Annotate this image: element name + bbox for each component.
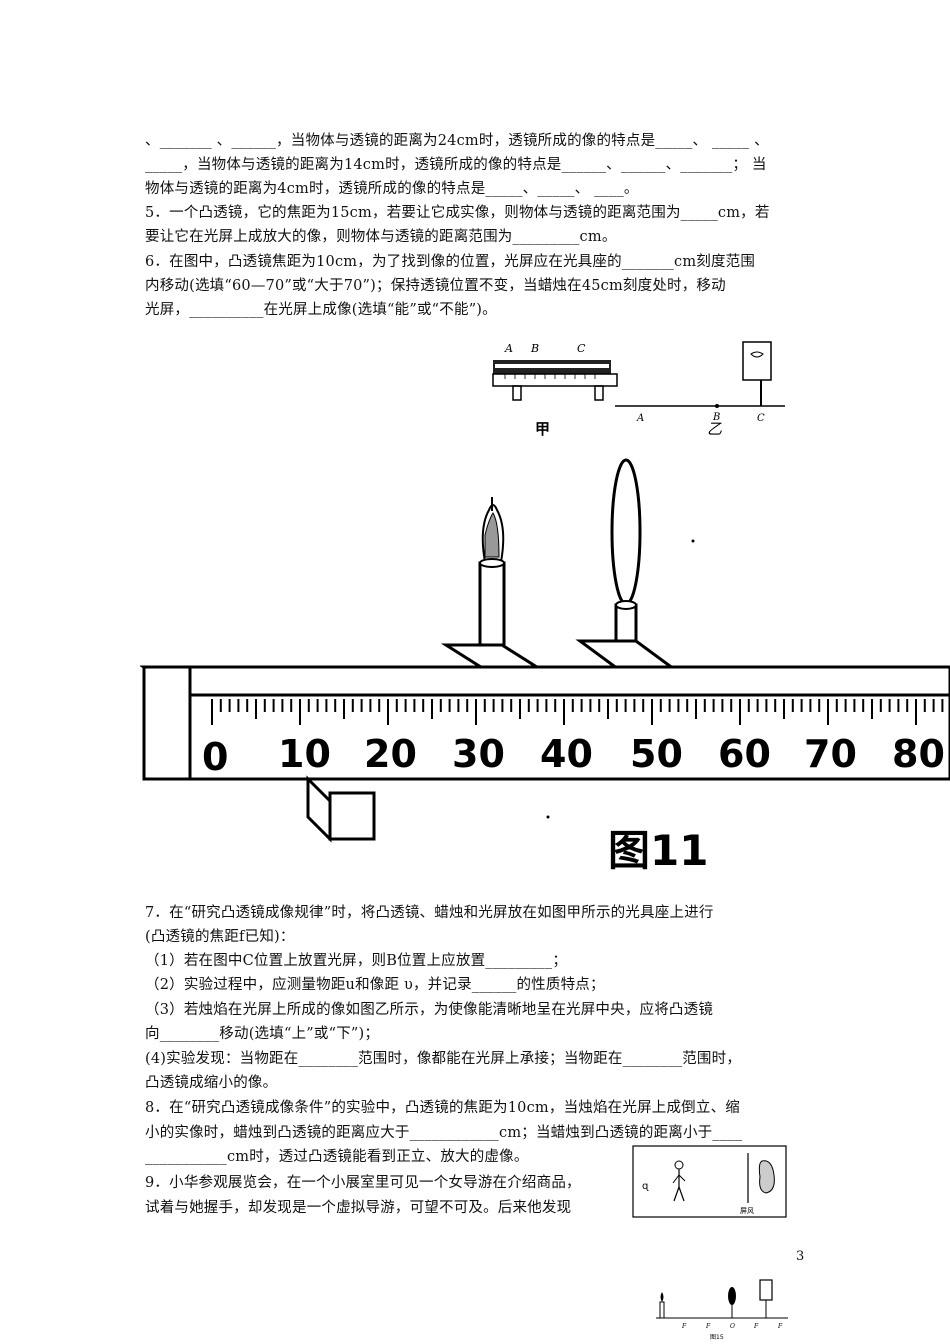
question-6-line-1: 6．在图中，凸透镜焦距为10cm，为了找到像的位置，光屏应在光具座的______… [145, 254, 756, 270]
question-7-part-2: （2）实验过程中，应测量物距u和像距 υ，并记录______的性质特点； [145, 977, 605, 993]
label-b-top: B [530, 342, 539, 355]
question-5-line-2: 要让它在光屏上成放大的像，则物体与透镜的距离范围为_________cm。 [145, 229, 617, 245]
text-line-3: 物体与透镜的距离为4cm时，透镜所成的像的特点是_____、_____、 ___… [145, 181, 639, 197]
label-a-bottom: A [636, 413, 644, 424]
tick-label-50: 50 [630, 732, 683, 776]
convex-lens [575, 458, 679, 701]
mark-f3: F [753, 1323, 759, 1330]
label-b-bottom: B [712, 412, 720, 423]
tick-label-20: 20 [364, 732, 417, 776]
tick-label-40: 40 [540, 732, 593, 776]
label-screen: 屏风 [740, 1207, 754, 1215]
svg-text:ɋ: ɋ [642, 1181, 649, 1192]
question-6-line-3: 光屏，__________在光屏上成像(选填“能”或“不能”)。 [145, 302, 497, 318]
label-c-top: C [577, 342, 586, 355]
question-7-part-3: （3）若烛焰在光屏上所成的像如图乙所示，为使像能清晰地呈在光屏中央，应将凸透镜 [145, 1002, 714, 1018]
tick-label-70: 70 [804, 732, 857, 776]
question-7-part-3-cont: 向________移动(选填“上”或“下”)； [145, 1026, 380, 1042]
figure-9-exhibit-room: ɋ 屏风 [632, 1145, 787, 1218]
question-8-line-2: 小的实像时，蜡烛到凸透镜的距离应大于____________cm；当蜡烛到凸透镜… [145, 1125, 743, 1141]
text-line-1: 、_______ 、______，当物体与透镜的距离为24cm时，透镜所成的像的… [145, 133, 769, 149]
tick-label-10: 10 [278, 732, 331, 776]
label-a-top: A [504, 342, 513, 355]
tick-label-30: 30 [452, 732, 505, 776]
question-7-line-2: (凸透镜的焦距f已知)： [145, 929, 295, 945]
question-7-line-1: 7．在“研究凸透镜成像规律”时，将凸透镜、蜡烛和光屏放在如图甲所示的光具座上进行 [145, 905, 714, 921]
text-line-2: _____，当物体与透镜的距离为14cm时，透镜所成的像的特点是______、_… [145, 157, 767, 173]
question-7-part-1: （1）若在图中C位置上放置光屏，则B位置上应放置_________； [145, 953, 568, 969]
mark-f1: F [681, 1323, 687, 1330]
mark-o: O [730, 1323, 735, 1330]
label-c-bottom: C [757, 413, 765, 424]
question-8-line-1: 8．在“研究凸透镜成像条件”的实验中，凸透镜的焦距为10cm，当烛焰在光屏上成倒… [145, 1100, 740, 1116]
question-7-part-4: (4)实验发现：当物距在________范围时，像都能在光屏上承接；当物距在__… [145, 1051, 742, 1067]
figure-15-caption: 图15 [710, 1334, 724, 1341]
question-7-part-4-cont: 凸透镜成缩小的像。 [145, 1075, 278, 1091]
question-9-line-2: 试着与她握手，却发现是一个虚拟导游，可望不可及。后来他发现 [145, 1200, 572, 1216]
figure-15: F F O F F 图15 [656, 1279, 788, 1341]
tick-label-80: 80 [892, 732, 945, 776]
figure-11-caption: 图11 [608, 826, 708, 875]
label-jia: 甲 [535, 420, 550, 438]
tick-label-0: 0 [202, 735, 228, 779]
label-yi: 乙 [707, 420, 722, 438]
mark-f4: F [777, 1323, 783, 1330]
figure-11-optical-bench: 0 10 20 30 40 50 60 70 80 图11 [140, 458, 950, 875]
tick-label-60: 60 [718, 732, 771, 776]
question-8-line-3: ___________cm时，透过凸透镜能看到正立、放大的虚像。 [145, 1149, 529, 1165]
page-number: 3 [796, 1249, 805, 1264]
question-9-line-1: 9．小华参观展览会，在一个小展室里可见一个女导游在介绍商品， [145, 1175, 581, 1191]
mark-f2: F [705, 1323, 711, 1330]
question-5-line-1: 5．一个凸透镜，它的焦距为15cm，若要让它成实像，则物体与透镜的距离范围为__… [145, 205, 770, 221]
question-6-line-2: 内移动(选填“60—70”或“大于70”)；保持透镜位置不变，当蜡烛在45cm刻… [145, 278, 726, 294]
figure-jia-yi: A B C 甲 A B C 乙 [492, 341, 785, 438]
